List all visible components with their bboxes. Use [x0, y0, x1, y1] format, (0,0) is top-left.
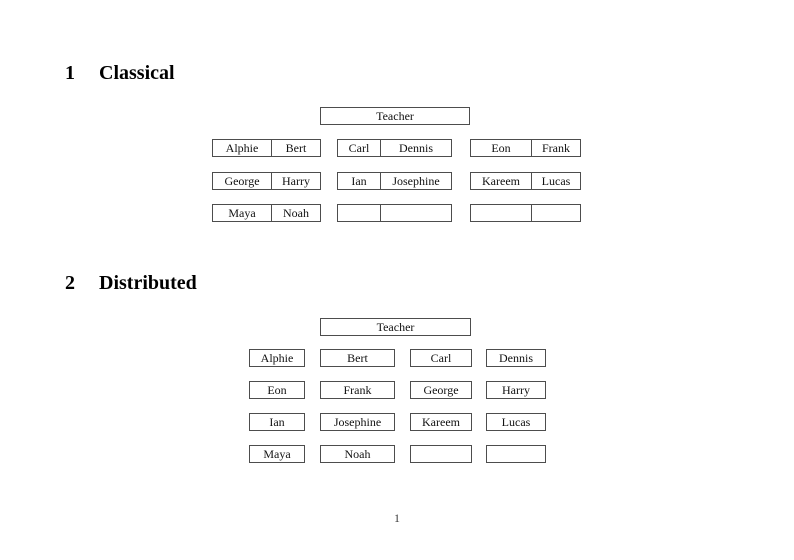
- desk-george-harry: George Harry: [212, 172, 321, 190]
- desk-eon-frank: Eon Frank: [470, 139, 581, 157]
- desk-empty: [470, 204, 581, 222]
- seat-harry: Harry: [486, 381, 546, 399]
- section-title: Classical: [99, 62, 175, 84]
- teacher-box-distributed: Teacher: [320, 318, 471, 336]
- seat-kareem: Kareem: [410, 413, 472, 431]
- seat-right: Lucas: [531, 173, 580, 189]
- seat-left: [471, 205, 531, 221]
- seat-left: Carl: [348, 140, 370, 155]
- seat-eon: Eon: [249, 381, 305, 399]
- seat-left: George: [224, 173, 260, 188]
- desk-maya-noah: Maya Noah: [212, 204, 321, 222]
- teacher-label: Teacher: [376, 320, 415, 334]
- seat-right: Dennis: [380, 140, 451, 156]
- desk-ian-josephine: Ian Josephine: [337, 172, 452, 190]
- seat-maya: Maya: [249, 445, 305, 463]
- seat-left: Kareem: [482, 173, 520, 188]
- desk-empty: [337, 204, 452, 222]
- seat-right: Josephine: [380, 173, 451, 189]
- seat-right: Frank: [531, 140, 580, 156]
- seat-frank: Frank: [320, 381, 395, 399]
- section-heading-distributed: 2 Distributed: [65, 273, 197, 293]
- seat-josephine: Josephine: [320, 413, 395, 431]
- seat-noah: Noah: [320, 445, 395, 463]
- desk-carl-dennis: Carl Dennis: [337, 139, 452, 157]
- seat-left: [338, 205, 380, 221]
- seat-right: Bert: [271, 140, 320, 156]
- seat-right: Harry: [271, 173, 320, 189]
- seat-right: Noah: [271, 205, 320, 221]
- seat-left: Maya: [228, 205, 256, 220]
- page-number: 1: [394, 511, 400, 525]
- seat-empty: [410, 445, 472, 463]
- teacher-label: Teacher: [376, 109, 414, 123]
- section-number: 2: [65, 272, 75, 294]
- seat-bert: Bert: [320, 349, 395, 367]
- section-heading-classical: 1 Classical: [65, 63, 175, 83]
- seat-right: [531, 205, 580, 221]
- seat-carl: Carl: [410, 349, 472, 367]
- seat-lucas: Lucas: [486, 413, 546, 431]
- seat-ian: Ian: [249, 413, 305, 431]
- section-number: 1: [65, 62, 75, 84]
- seat-left: Alphie: [225, 140, 259, 155]
- seat-right: [380, 205, 451, 221]
- desk-kareem-lucas: Kareem Lucas: [470, 172, 581, 190]
- seat-dennis: Dennis: [486, 349, 546, 367]
- teacher-box-classical: Teacher: [320, 107, 470, 125]
- seat-left: Ian: [351, 173, 367, 188]
- seat-george: George: [410, 381, 472, 399]
- seat-empty: [486, 445, 546, 463]
- seat-left: Eon: [491, 140, 511, 155]
- desk-alphie-bert: Alphie Bert: [212, 139, 321, 157]
- seat-alphie: Alphie: [249, 349, 305, 367]
- section-title: Distributed: [99, 272, 197, 294]
